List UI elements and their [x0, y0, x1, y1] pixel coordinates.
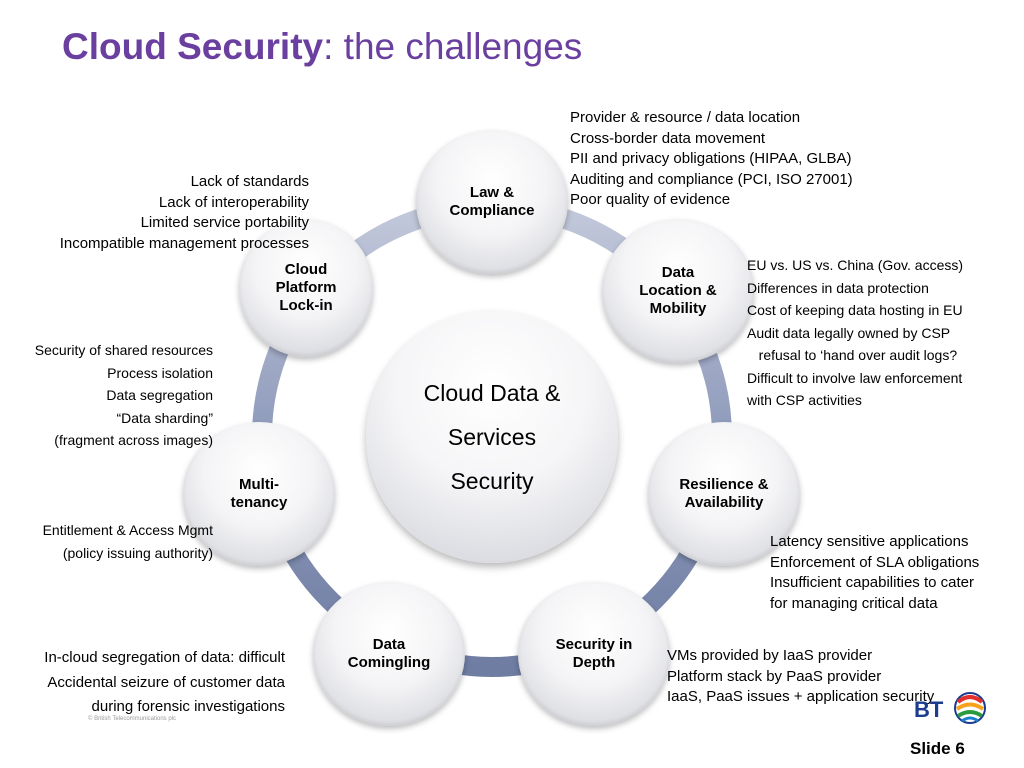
copyright-text: © British Telecommunications plc [88, 716, 177, 722]
note-multitenancy-bottom: Entitlement & Access Mgmt(policy issuing… [42, 522, 213, 561]
bt-logo: BT [914, 692, 986, 724]
note-data-location: EU vs. US vs. China (Gov. access)Differe… [747, 257, 964, 408]
center-line-1: Cloud Data & [423, 380, 561, 406]
center-line-3: Security [450, 468, 534, 494]
center-circle: Cloud Data & Services Security [366, 311, 618, 563]
slide-title: Cloud Security: the challenges [62, 26, 583, 67]
node-multi-tenancy: Multi-tenancy [183, 422, 335, 566]
node-resilience-availability: Resilience &Availability [648, 422, 800, 566]
svg-text:BT: BT [914, 697, 944, 722]
center-line-2: Services [447, 424, 537, 450]
slide-number: Slide 6 [910, 739, 965, 758]
node-law-compliance: Law &Compliance [416, 130, 568, 274]
